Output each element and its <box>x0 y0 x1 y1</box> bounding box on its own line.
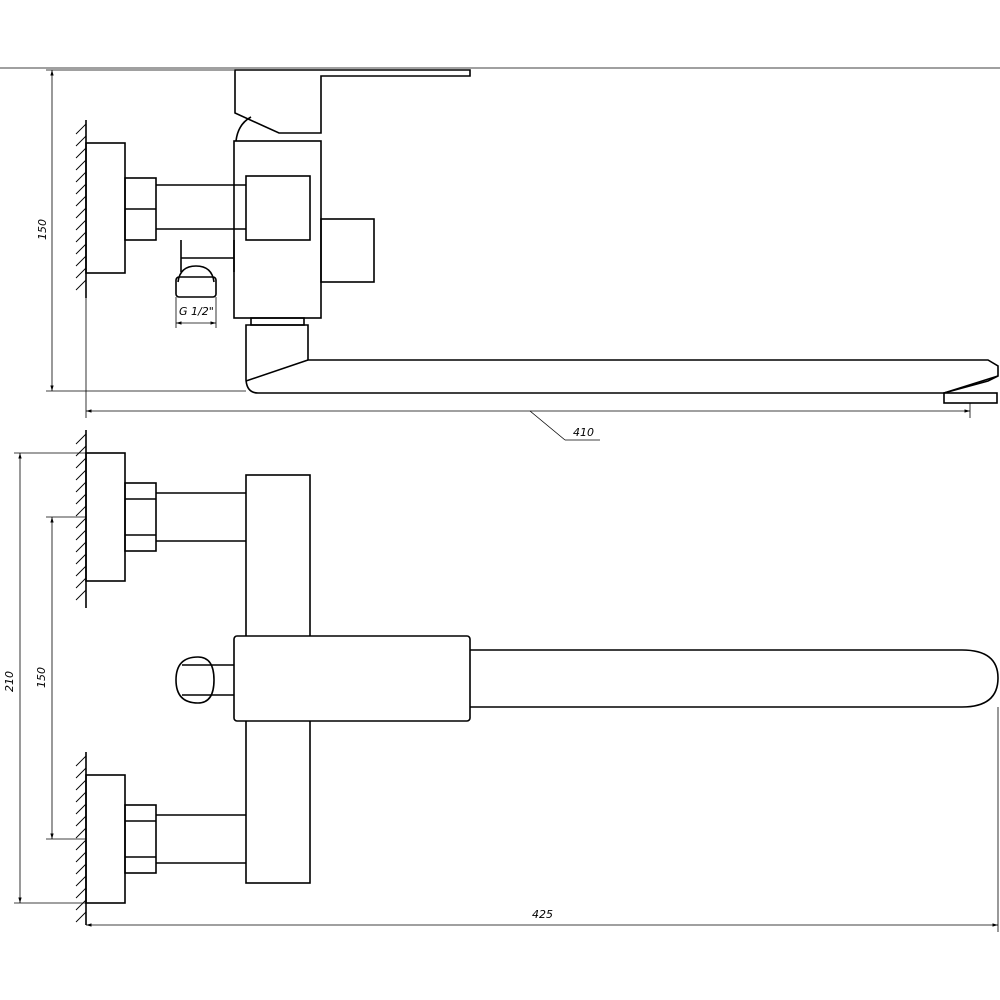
wall-hatch-lower <box>75 752 87 925</box>
dim-spout-reach: 410 <box>573 426 594 439</box>
top-view: 210 150 425 <box>3 430 999 932</box>
dim-pipe-spacing: 150 <box>35 667 48 688</box>
wall-flange-upper <box>85 452 126 582</box>
dim-top-length: 425 <box>532 908 553 921</box>
nut-upper <box>124 482 157 552</box>
aerator <box>943 392 998 404</box>
wall-hatch-upper <box>75 430 87 608</box>
mixer-body-side <box>233 140 322 319</box>
cartridge-dome <box>235 116 252 142</box>
body-inner-square <box>245 175 311 241</box>
thread-fitting: G 1/2" <box>175 265 217 328</box>
side-view: G 1/2" 150 410 <box>36 69 999 441</box>
wall-flange-side <box>85 142 126 274</box>
nut-lower <box>124 804 157 874</box>
shower-outlet-top <box>175 656 234 704</box>
spout-side <box>245 324 999 394</box>
spout-top <box>470 649 999 708</box>
wall-flange-lower <box>85 774 126 904</box>
diverter-block <box>320 218 375 283</box>
wall-hatch-side <box>75 120 87 298</box>
spout-collar <box>250 317 305 326</box>
spout-base-top <box>233 635 471 722</box>
lever-handle <box>234 69 471 134</box>
dim-side-height: 150 <box>36 219 49 240</box>
thread-label: G 1/2" <box>179 305 214 318</box>
dim-top-width: 210 <box>3 671 16 692</box>
